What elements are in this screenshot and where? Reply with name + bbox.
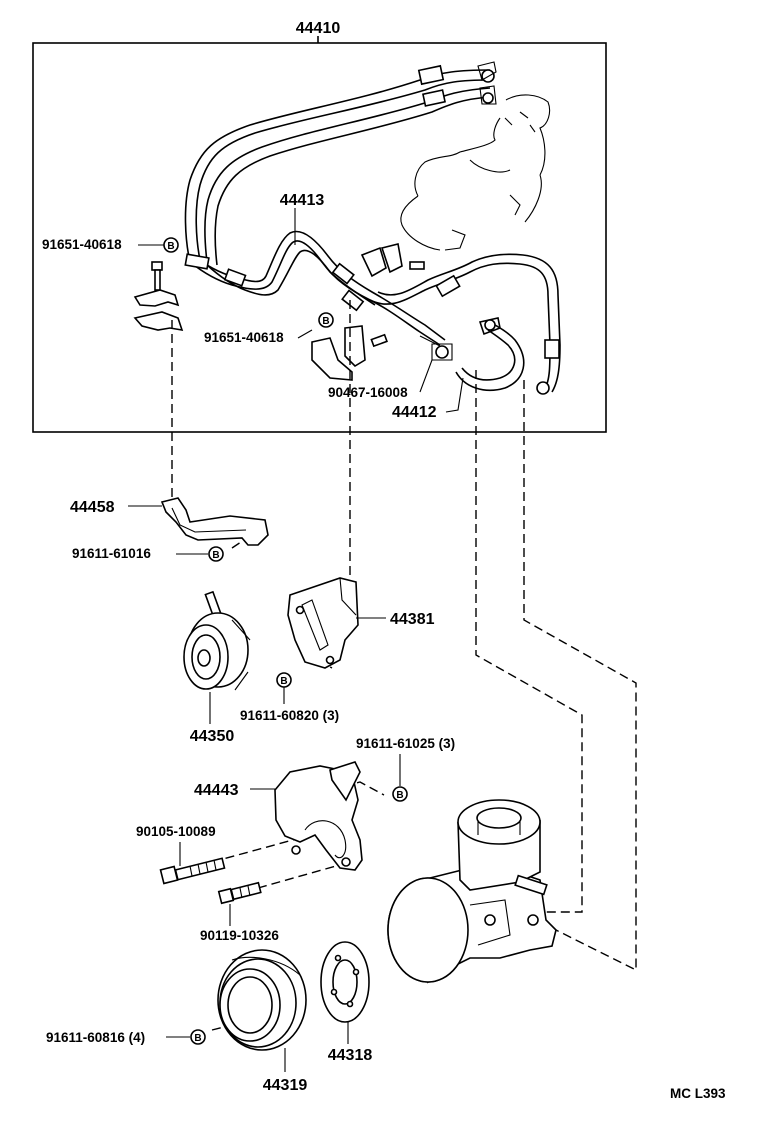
left-clips [133,289,184,332]
label-center-tube: 44413 [280,192,325,209]
label-bolt-bracket-tube: 91611-61016 [72,546,151,561]
svg-text:B: B [167,241,174,252]
bolt-short [217,881,262,905]
badge-b-2: B [318,312,334,328]
badge-b-6: B [190,1029,206,1045]
short-hose [455,317,525,392]
label-bolt-pump-bracket-upper: 91611-61025 (3) [356,736,455,751]
badge-b-1: B [163,237,179,253]
label-bolt-long: 90105-10089 [136,824,216,839]
svg-text:B: B [322,316,329,327]
pump-bracket [274,761,363,871]
label-clamp: 90467-16008 [328,385,408,400]
label-bracket-pump: 44381 [390,611,435,628]
center-tube [184,230,446,346]
svg-text:B: B [280,676,287,687]
label-pump-bracket: 44443 [194,782,239,799]
label-bolt-left: 91651-40618 [42,237,122,252]
label-pulley: 44319 [263,1077,308,1094]
pump-pulley [217,949,307,1051]
svg-text:B: B [396,790,403,801]
badge-b-3: B [208,546,224,562]
pressure-hose [184,61,497,266]
svg-text:B: B [212,550,219,561]
pump-bracket-upper [287,577,359,669]
power-steering-pump [387,799,557,984]
label-bracket-tube: 44458 [70,499,115,516]
label-hose-return: 44412 [392,404,437,421]
label-hose-assembly: 44410 [296,20,341,37]
badge-b-5: B [392,786,408,802]
label-bolt-short: 90119-10326 [200,928,279,943]
label-bolt-pulley: 91611-60816 (4) [46,1030,145,1045]
footer-code: MC L393 [670,1086,726,1101]
tube-bracket [160,497,269,546]
left-bolt [151,261,163,291]
label-idler-pulley: 44350 [190,728,235,745]
bolt-long [159,857,226,885]
label-plate: 44318 [328,1047,373,1064]
badge-b-4: B [276,672,292,688]
label-bolt-center: 91651-40618 [204,330,284,345]
assembly-frame [32,42,607,433]
return-line [369,253,561,395]
label-bolt-bracket-pump: 91611-60820 (3) [240,708,339,723]
idler-pulley [183,590,251,691]
center-clips [311,243,425,381]
engine-outline [400,94,551,251]
clamp [419,335,453,361]
svg-text:B: B [194,1033,201,1044]
hub-plate [320,941,370,1023]
